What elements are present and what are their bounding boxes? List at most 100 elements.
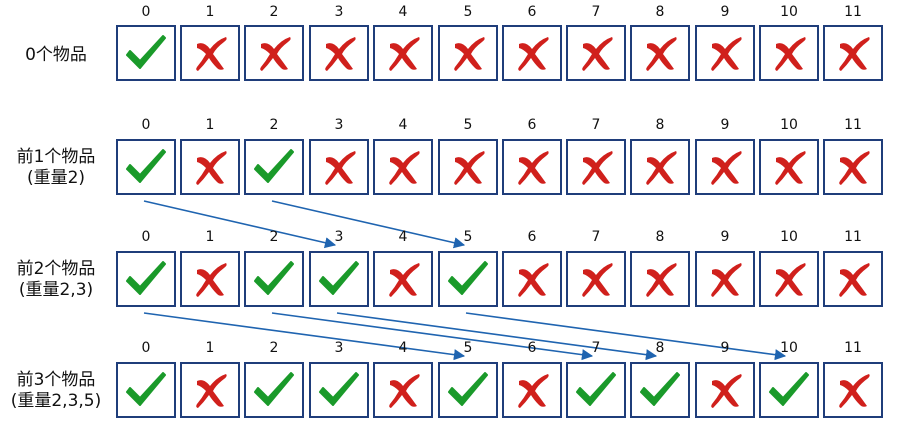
dp-cell — [566, 251, 626, 307]
dp-cell — [695, 139, 755, 195]
capacity-index-label: 5 — [463, 340, 473, 356]
dp-cell — [759, 362, 819, 418]
capacity-index-label: 6 — [527, 229, 537, 245]
cross-icon — [711, 37, 742, 71]
cross-icon — [196, 151, 227, 185]
capacity-index-label: 7 — [591, 117, 601, 133]
capacity-index-label: 8 — [655, 340, 665, 356]
dp-cell — [759, 139, 819, 195]
cross-icon — [518, 374, 549, 408]
cross-icon — [389, 151, 420, 185]
cross-icon — [196, 37, 227, 71]
capacity-index-label: 2 — [269, 117, 279, 133]
dp-cell — [630, 362, 690, 418]
dp-cell — [695, 251, 755, 307]
dp-cell — [502, 139, 562, 195]
dp-cell — [309, 362, 369, 418]
dp-cell — [373, 362, 433, 418]
capacity-index-label: 3 — [334, 4, 344, 20]
dp-cell — [438, 251, 498, 307]
capacity-index-label: 0 — [141, 340, 151, 356]
capacity-index-label: 4 — [398, 4, 408, 20]
capacity-index-label: 4 — [398, 117, 408, 133]
cross-icon — [518, 151, 549, 185]
dp-cell — [438, 139, 498, 195]
checkmark-icon — [126, 149, 166, 183]
dp-cell — [502, 25, 562, 81]
checkmark-icon — [126, 372, 166, 406]
capacity-index-label: 8 — [655, 117, 665, 133]
row-label-line: (重量2,3,5) — [10, 391, 102, 411]
dp-cell — [438, 362, 498, 418]
capacity-index-label: 11 — [844, 229, 862, 245]
dp-cell — [116, 251, 176, 307]
cross-icon — [839, 151, 870, 185]
dp-cell — [630, 139, 690, 195]
capacity-index-label: 7 — [591, 4, 601, 20]
cross-icon — [646, 263, 677, 297]
dp-cell — [180, 139, 240, 195]
checkmark-icon — [254, 372, 294, 406]
checkmark-icon — [448, 372, 488, 406]
row-label-line: (重量2) — [26, 168, 86, 188]
cross-icon — [839, 263, 870, 297]
cross-icon — [518, 37, 549, 71]
dp-cell — [823, 362, 883, 418]
row-label-2: 前2个物品(重量2,3) — [0, 259, 112, 301]
cross-icon — [775, 263, 806, 297]
capacity-index-label: 1 — [205, 340, 215, 356]
checkmark-icon — [254, 261, 294, 295]
checkmark-icon — [319, 261, 359, 295]
cross-icon — [582, 151, 613, 185]
cross-icon — [711, 374, 742, 408]
dp-cell — [566, 139, 626, 195]
capacity-index-label: 6 — [527, 340, 537, 356]
capacity-index-label: 1 — [205, 4, 215, 20]
row-label-0: 0个物品 — [0, 45, 112, 66]
capacity-index-label: 10 — [780, 117, 798, 133]
checkmark-icon — [126, 261, 166, 295]
checkmark-icon — [448, 261, 488, 295]
row-label-line: 前2个物品 — [16, 259, 96, 279]
dp-cell — [438, 25, 498, 81]
capacity-index-label: 3 — [334, 229, 344, 245]
cross-icon — [711, 151, 742, 185]
capacity-index-label: 6 — [527, 117, 537, 133]
cross-icon — [711, 263, 742, 297]
dp-cell — [244, 25, 304, 81]
capacity-index-label: 3 — [334, 340, 344, 356]
capacity-index-label: 11 — [844, 117, 862, 133]
capacity-index-label: 7 — [591, 340, 601, 356]
dp-cell — [502, 251, 562, 307]
checkmark-icon — [640, 372, 680, 406]
cross-icon — [646, 151, 677, 185]
dp-cell — [373, 251, 433, 307]
dp-cell — [695, 362, 755, 418]
cross-icon — [518, 263, 549, 297]
capacity-index-label: 3 — [334, 117, 344, 133]
dp-cell — [244, 251, 304, 307]
row-label-3: 前3个物品(重量2,3,5) — [0, 370, 112, 412]
cross-icon — [582, 37, 613, 71]
dp-cell — [244, 362, 304, 418]
dp-cell — [630, 251, 690, 307]
capacity-index-label: 5 — [463, 229, 473, 245]
cross-icon — [325, 151, 356, 185]
dp-cell — [373, 25, 433, 81]
capacity-index-label: 5 — [463, 4, 473, 20]
cross-icon — [454, 151, 485, 185]
capacity-index-label: 9 — [720, 229, 730, 245]
dp-cell — [180, 362, 240, 418]
capacity-index-label: 2 — [269, 340, 279, 356]
dp-cell — [823, 139, 883, 195]
checkmark-icon — [254, 149, 294, 183]
cross-icon — [389, 37, 420, 71]
checkmark-icon — [769, 372, 809, 406]
cross-icon — [196, 374, 227, 408]
cross-icon — [646, 37, 677, 71]
cross-icon — [775, 151, 806, 185]
capacity-index-label: 0 — [141, 4, 151, 20]
capacity-index-label: 2 — [269, 229, 279, 245]
capacity-index-label: 6 — [527, 4, 537, 20]
capacity-index-label: 10 — [780, 4, 798, 20]
